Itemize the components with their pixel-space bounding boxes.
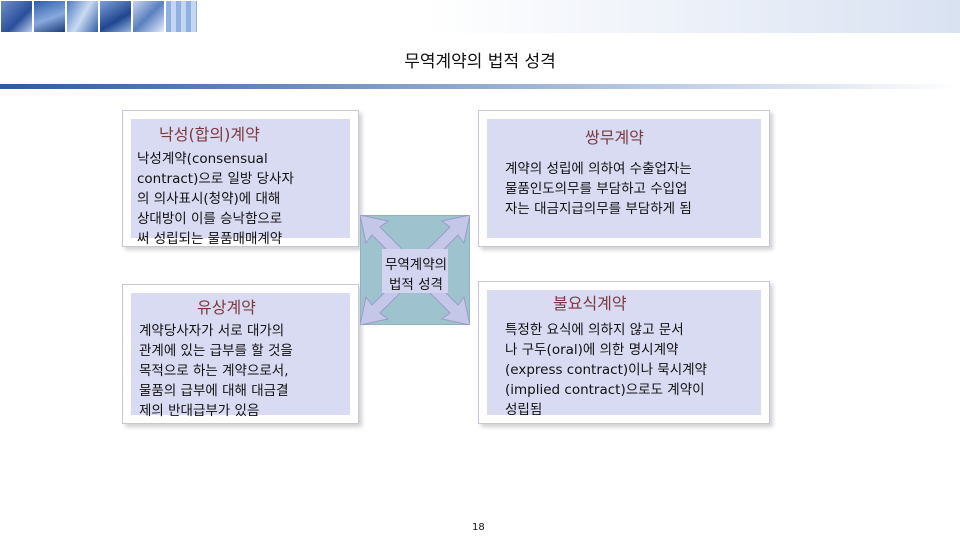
panel-body-line: 계약의 성립에 의하여 수출업자는 <box>505 159 692 179</box>
center-label-line: 법적 성격 <box>373 275 459 295</box>
panel-bilateral-contract: 쌍무계약 계약의 성립에 의하여 수출업자는 물품인도의무를 부담하고 수입업 … <box>478 110 770 247</box>
panel-title: 쌍무계약 <box>585 124 644 148</box>
panel-body-line: (express contract)이나 묵시계약 <box>505 360 707 380</box>
header-thumbnail-image <box>132 0 165 33</box>
panel-body-line: 물품의 급부에 대해 대금결 <box>139 381 293 401</box>
panel-body-line: 써 성립되는 물품매매계약 <box>137 229 294 249</box>
panel-body-line: contract)으로 일방 당사자 <box>137 169 294 189</box>
center-label-line: 무역계약의 <box>373 255 459 275</box>
panel-body: 계약의 성립에 의하여 수출업자는 물품인도의무를 부담하고 수입업 자는 대금… <box>505 159 692 219</box>
panel-body-line: 의 의사표시(청약)에 대해 <box>137 189 294 209</box>
panel-title: 유상계약 <box>197 294 256 318</box>
panel-body-line: 나 구두(oral)에 의한 명시계약 <box>505 340 707 360</box>
center-label: 무역계약의 법적 성격 <box>373 255 459 295</box>
panel-body: 특정한 요식에 의하지 않고 문서 나 구두(oral)에 의한 명시계약 (e… <box>505 320 707 420</box>
slide-title: 무역계약의 법적 성격 <box>0 47 960 72</box>
panel-body-line: 낙성계약(consensual <box>137 149 294 169</box>
panel-title: 불요식계약 <box>553 290 627 314</box>
panel-body-line: 상대방이 이를 승낙함으로 <box>137 209 294 229</box>
header-banner <box>0 0 960 36</box>
panel-title: 낙성(합의)계약 <box>159 121 260 145</box>
panel-body-line: 자는 대금지급의무를 부담하게 됨 <box>505 199 692 219</box>
panel-body-line: 특정한 요식에 의하지 않고 문서 <box>505 320 707 340</box>
panel-body-line: 목적으로 하는 계약으로서, <box>139 361 293 381</box>
header-thumbnails <box>0 0 198 33</box>
panel-body-line: 제의 반대급부가 있음 <box>139 401 293 421</box>
header-thumbnail-image <box>0 0 33 33</box>
panel-body-line: (implied contract)으로도 계약이 <box>505 380 707 400</box>
panel-consensual-contract: 낙성(합의)계약 낙성계약(consensual contract)으로 일방 … <box>122 110 359 247</box>
title-divider <box>0 84 960 89</box>
panel-body: 낙성계약(consensual contract)으로 일방 당사자 의 의사표… <box>137 149 294 249</box>
panel-body-line: 계약당사자가 서로 대가의 <box>139 321 293 341</box>
page-number: 18 <box>472 522 485 533</box>
header-thumbnail-image <box>165 0 198 33</box>
panel-body-line: 관계에 있는 급부를 할 것을 <box>139 341 293 361</box>
header-thumbnail-image <box>99 0 132 33</box>
panel-body: 계약당사자가 서로 대가의 관계에 있는 급부를 할 것을 목적으로 하는 계약… <box>139 321 293 421</box>
panel-body-line: 물품인도의무를 부담하고 수입업 <box>505 179 692 199</box>
panel-informal-contract: 불요식계약 특정한 요식에 의하지 않고 문서 나 구두(oral)에 의한 명… <box>478 281 770 424</box>
header-thumbnail-image <box>33 0 66 33</box>
panel-onerous-contract: 유상계약 계약당사자가 서로 대가의 관계에 있는 급부를 할 것을 목적으로 … <box>122 284 359 424</box>
header-gradient <box>200 0 960 33</box>
panel-body-line: 성립됨 <box>505 400 707 420</box>
header-thumbnail-image <box>66 0 99 33</box>
